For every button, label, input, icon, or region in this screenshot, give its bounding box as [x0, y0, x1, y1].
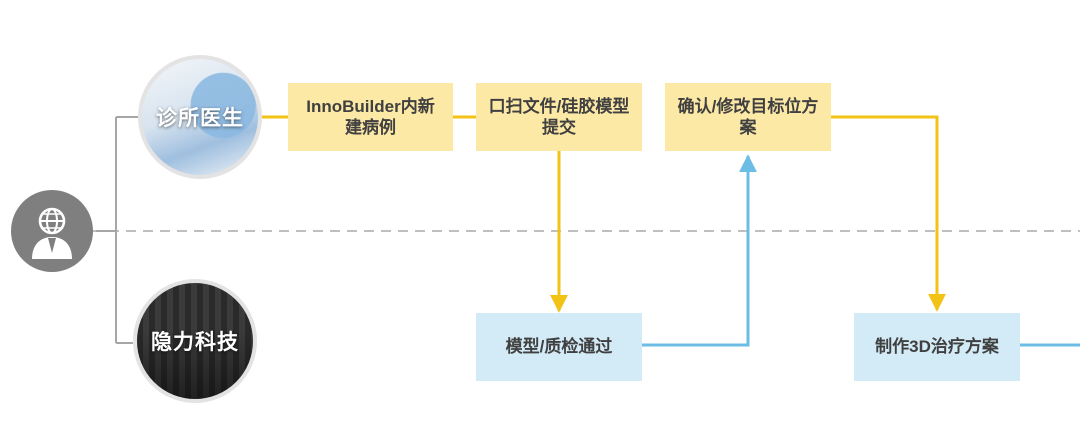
actor-avatar [11, 190, 93, 272]
step-confirm-plan: 确认/修改目标位方案 [665, 83, 831, 151]
step-make-plan: 制作3D治疗方案 [854, 313, 1020, 381]
connector-qc-to-confirm [641, 154, 757, 347]
step-submit-scan: 口扫文件/硅胶模型提交 [476, 83, 642, 151]
step-make-plan-label: 制作3D治疗方案 [875, 337, 999, 357]
step-confirm-plan-label: 确认/修改目标位方案 [677, 96, 819, 137]
role-tech-label: 隐力科技 [151, 331, 239, 354]
role-doctor-label: 诊所医生 [156, 107, 244, 130]
step-create-case: InnoBuilder内新建病例 [288, 83, 453, 151]
step-create-case-label: InnoBuilder内新建病例 [306, 96, 435, 137]
step-submit-scan-label: 口扫文件/硅胶模型提交 [488, 96, 630, 137]
role-doctor-avatar: 诊所医生 [138, 55, 262, 179]
person-globe-icon [32, 207, 72, 259]
step-model-qc-label: 模型/质检通过 [505, 337, 613, 357]
connector-confirm-to-make [831, 115, 946, 312]
step-model-qc: 模型/质检通过 [476, 313, 642, 381]
role-tech-avatar: 隐力科技 [133, 279, 257, 403]
actor-branch-line [96, 116, 138, 344]
